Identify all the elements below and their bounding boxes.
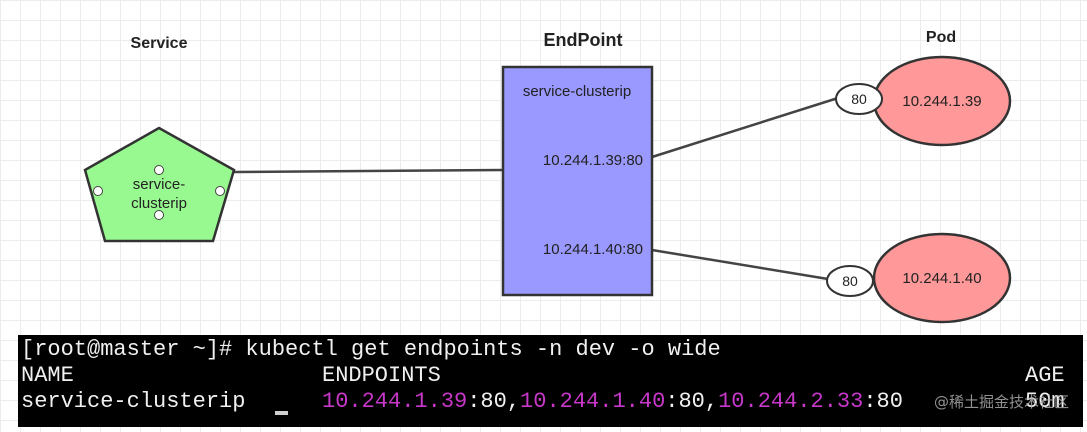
pod-2-ellipse: [872, 232, 1012, 324]
terminal-window[interactable]: [root@master ~]# kubectl get endpoints -…: [18, 335, 1083, 427]
watermark: @稀土掘金技术社区: [933, 393, 1069, 411]
pod-1-port-badge: [835, 83, 883, 115]
connection-handle-bottom[interactable]: [154, 210, 164, 220]
terminal-header-row: NAME ENDPOINTS AGE: [18, 363, 1083, 389]
service-to-endpoint-connector: [233, 168, 504, 174]
endpoint-port-2: :80,: [665, 389, 719, 414]
endpoint-to-pod2-connector: [651, 248, 829, 281]
endpoint-address-2: 10.244.1.40:80: [543, 241, 643, 258]
endpoint-address-1: 10.244.1.39:80: [543, 152, 643, 169]
pod-1-ip: 10.244.1.39: [902, 93, 981, 110]
service-pentagon: [83, 126, 236, 243]
pod-1-port: 80: [851, 91, 867, 107]
endpoint-port-1: :80,: [467, 389, 521, 414]
service-title: Service: [131, 35, 188, 52]
endpoint-to-pod1-connector: [651, 96, 839, 159]
endpoint-ip-1: 10.244.1.39: [322, 389, 468, 414]
endpoint-box: [501, 65, 654, 297]
service-endpoint-pod-diagram: Service EndPoint Pod service- clusterip …: [83, 29, 1012, 324]
connection-handle-left[interactable]: [93, 186, 103, 196]
header-age: AGE: [1025, 363, 1065, 388]
endpoint-ip-3: 10.244.2.33: [718, 389, 864, 414]
endpoint-port-3: :80: [863, 389, 903, 414]
pod-2-ip: 10.244.1.40: [902, 270, 981, 287]
row-name: service-clusterip: [21, 389, 246, 414]
row-endpoints: 10.244.1.39:80,10.244.1.40:80,10.244.2.3…: [322, 389, 903, 415]
endpoint-box-title: service-clusterip: [523, 83, 631, 100]
terminal-data-row: service-clusterip 10.244.1.39:80,10.244.…: [18, 389, 1083, 415]
pod-title: Pod: [926, 29, 956, 46]
terminal-command: [root@master ~]# kubectl get endpoints -…: [21, 337, 721, 362]
header-name: NAME: [21, 363, 74, 388]
endpoint-ip-2: 10.244.1.40: [520, 389, 666, 414]
row-age: 50m: [1025, 389, 1065, 414]
connection-handle-top[interactable]: [154, 165, 164, 175]
terminal-command-line: [root@master ~]# kubectl get endpoints -…: [18, 337, 1083, 363]
pod-2-port: 80: [842, 273, 858, 289]
connection-handle-right[interactable]: [215, 186, 225, 196]
terminal-cursor: [275, 411, 288, 415]
header-endpoints: ENDPOINTS: [322, 363, 441, 388]
service-label-line1: service-: [133, 176, 186, 193]
pod-2-port-badge: [826, 265, 874, 297]
service-label-line2: clusterip: [131, 195, 187, 212]
endpoint-title: EndPoint: [544, 30, 623, 50]
